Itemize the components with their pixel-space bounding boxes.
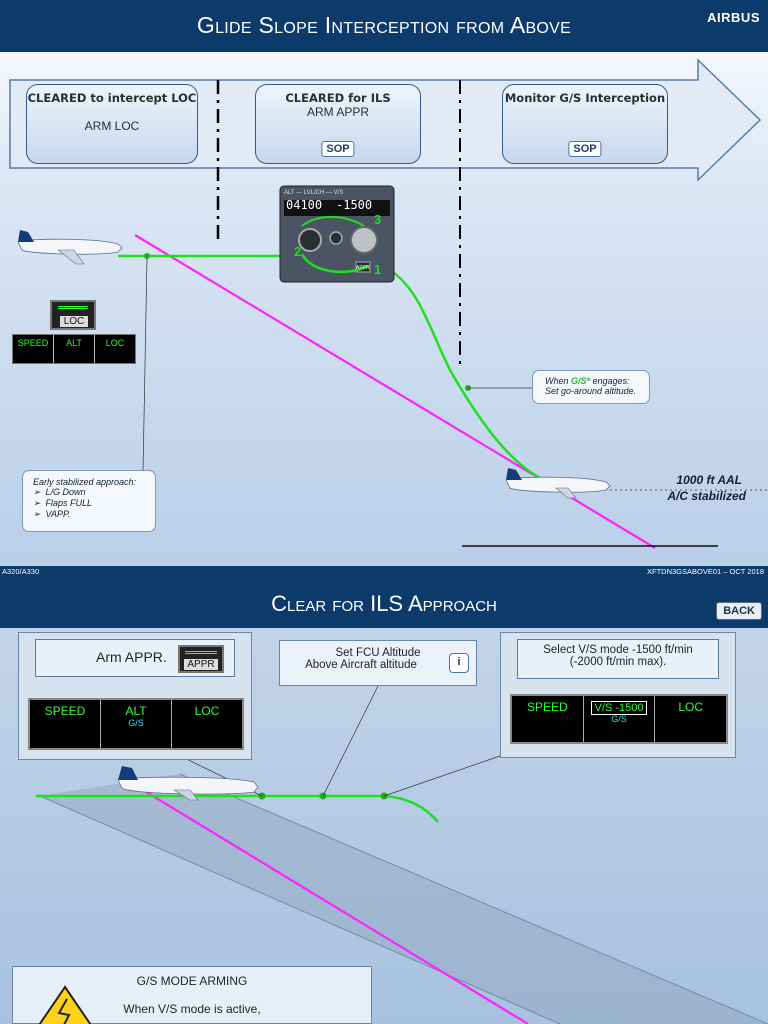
step-monitor-heading: Monitor G/S Interception: [504, 91, 666, 105]
fma3-vs: V/S -1500: [590, 701, 648, 715]
step-loc-heading: CLEARED to intercept LOC: [27, 91, 197, 105]
fma2-loc: LOC: [194, 704, 220, 718]
leader-fcu: [322, 685, 379, 797]
fcu-step-2: 2: [294, 244, 302, 259]
leader-vs: [383, 755, 501, 797]
early-item-1: ➢ L/G Down: [33, 487, 86, 497]
flight-path: [118, 254, 549, 484]
fcu-vs-readout: -1500: [336, 198, 373, 212]
step-ils-box: CLEARED for ILS ARM APPR SOP: [255, 84, 421, 164]
warning-title: G/S MODE ARMING: [136, 974, 248, 988]
fma-slide1: SPEED ALT LOC: [12, 334, 136, 364]
gs-arming-warning: G/S MODE ARMING When V/S mode is active,: [12, 966, 372, 1024]
fcu-callout-line1: Set FCU Altitude: [335, 647, 421, 659]
fcu-alt-readout: 04100: [286, 198, 323, 212]
fma3-speed: SPEED: [512, 696, 584, 742]
arm-appr-label: Arm APPR.: [96, 649, 167, 665]
appr-button-label: APPR: [184, 659, 218, 670]
step-loc-box: CLEARED to intercept LOC ARM LOC: [26, 84, 198, 164]
gs-beam: [40, 774, 768, 1024]
gs-callout-post: engages:: [590, 376, 630, 386]
slide1-header: Glide Slope Interception from Above AIRB…: [0, 0, 768, 52]
gs-callout-pre: When: [545, 376, 572, 386]
fcu-appr-button[interactable]: APPR: [356, 265, 370, 271]
gs-callout-mode: G/S*: [571, 376, 591, 386]
fma3-loc: LOC: [678, 700, 704, 714]
fcu-header: ALT — LVL/CH — V/S: [284, 190, 344, 196]
stabilized-line1: 1000 ft AAL: [676, 473, 742, 487]
gs-engage-callout: When G/S* engages: Set go-around altitud…: [532, 370, 650, 404]
appr-button[interactable]: APPR: [178, 645, 224, 673]
slide1-title: Glide Slope Interception from Above: [196, 12, 572, 38]
gs-beam-edge-2: [179, 773, 768, 1024]
vs-callout-line2: (-2000 ft/min max).: [569, 656, 667, 668]
fma3-gs: G/S: [611, 714, 627, 724]
fcu-panel: [279, 185, 395, 283]
loc-button[interactable]: LOC: [50, 300, 96, 330]
loc-button-label: LOC: [60, 316, 88, 327]
fcu-callout-line2: Above Aircraft altitude: [305, 659, 417, 671]
airbus-logo: AIRBUS: [707, 10, 760, 25]
sop-button-2[interactable]: SOP: [568, 141, 602, 157]
aircraft-icon-3: [117, 766, 259, 801]
aircraft-icon-1: [17, 230, 123, 265]
step-loc-sub: ARM LOC: [84, 119, 140, 133]
slide-clear-ils: A320/A330 XFTDN3GSABOVE01 – OCT 2018 Cle…: [0, 566, 768, 1024]
path-point-1: [144, 253, 150, 259]
fma2-alt: ALT: [125, 704, 147, 718]
gs-beam-edge-1: [39, 795, 561, 1024]
fma2-speed: SPEED: [30, 700, 101, 748]
slide2-graphics: [36, 685, 768, 1024]
fcu-step-3: 3: [374, 212, 382, 227]
early-stabilized-callout: Early stabilized approach: ➢ L/G Down ➢ …: [22, 470, 156, 532]
step-ils-heading: CLEARED for ILS: [285, 91, 391, 105]
vs-callout-box: Select V/S mode -1500 ft/min (-2000 ft/m…: [517, 639, 719, 679]
footer-left: A320/A330: [2, 567, 40, 576]
fcu-step-1: 1: [374, 262, 382, 277]
early-leader: [142, 257, 148, 473]
early-item-3: ➢ VAPP.: [33, 509, 71, 519]
fcu-altitude-callout: Set FCU Altitude Above Aircraft altitude…: [279, 640, 477, 686]
stabilized-line2: A/C stabilized: [667, 489, 746, 503]
fma-alt: ALT: [54, 335, 95, 363]
step-ils-sub: ARM APPR: [306, 105, 369, 119]
fma-speed: SPEED: [13, 335, 54, 363]
arm-appr-box: Arm APPR. APPR: [35, 639, 235, 677]
footer-right: XFTDN3GSABOVE01 – OCT 2018: [647, 567, 764, 576]
back-button[interactable]: BACK: [716, 602, 762, 620]
gs-callout-line2: Set go-around altitude.: [545, 386, 637, 396]
step-monitor-box: Monitor G/S Interception SOP: [502, 84, 668, 164]
sop-button-1[interactable]: SOP: [321, 141, 355, 157]
vs-callout-line1: Select V/S mode -1500 ft/min: [543, 644, 693, 656]
aircraft-icon-2: [505, 468, 611, 499]
warning-icon: [38, 985, 92, 1024]
info-button[interactable]: i: [449, 653, 469, 673]
slide2-footer-band: A320/A330 XFTDN3GSABOVE01 – OCT 2018: [0, 566, 768, 578]
slide2-title: Clear for ILS Approach: [271, 591, 497, 616]
slide2-header: Clear for ILS Approach BACK: [0, 578, 768, 628]
slide-gs-interception: Glide Slope Interception from Above AIRB…: [0, 0, 768, 566]
warning-line1: When V/S mode is active,: [123, 1002, 261, 1016]
fma2-gs: G/S: [128, 718, 144, 728]
glide-slope-line-2: [119, 775, 529, 1024]
early-item-2: ➢ Flaps FULL: [33, 498, 93, 508]
fma-loc: LOC: [105, 338, 125, 348]
early-title: Early stabilized approach:: [33, 477, 137, 487]
